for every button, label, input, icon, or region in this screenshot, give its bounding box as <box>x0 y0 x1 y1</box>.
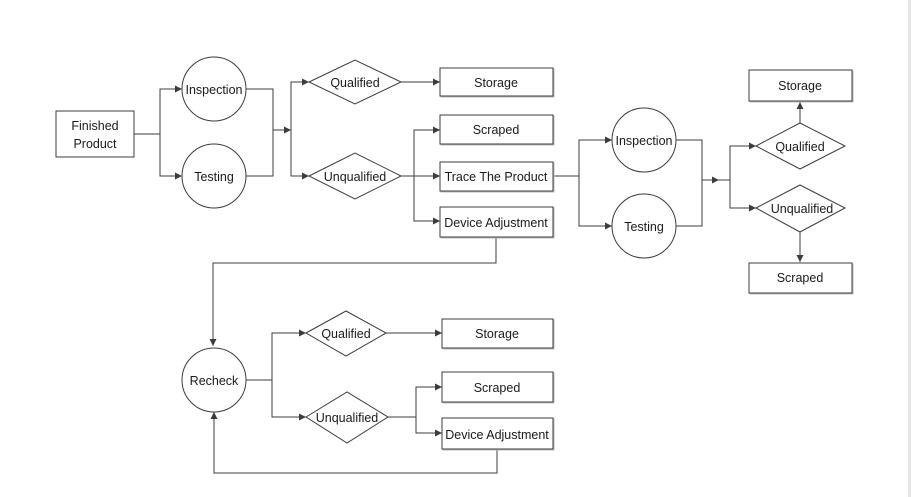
qualified-1-diamond <box>307 59 403 105</box>
storage-1-label: Storage <box>474 76 518 90</box>
connector-to-unqualified-2 <box>729 180 756 212</box>
qualified-3-node: Qualified <box>304 310 388 357</box>
connector-to-device-adjust-1 <box>413 176 440 225</box>
trace-product-label: Trace The Product <box>445 170 548 184</box>
qualified-2-node: Qualified <box>754 122 847 170</box>
connector-testing-1-merge <box>246 130 274 177</box>
device-adjustment-1-label: Device Adjustment <box>444 216 548 230</box>
device-adjustment-2-node: Device Adjustment <box>441 417 554 450</box>
scraped-1-label: Scraped <box>473 123 520 137</box>
storage-2-label: Storage <box>778 79 822 93</box>
connector-inspection-2-merge <box>676 139 703 180</box>
storage-1-box <box>439 67 554 97</box>
recheck-node: Recheck <box>181 347 247 413</box>
recheck-label: Recheck <box>190 374 239 388</box>
connector-to-testing-1 <box>159 134 182 180</box>
inspection-2-label: Inspection <box>616 134 673 148</box>
recheck-circle <box>181 347 247 413</box>
inspection-1-label: Inspection <box>186 83 243 97</box>
scraped-2-node: Scraped <box>748 262 853 294</box>
testing-2-label: Testing <box>624 220 664 234</box>
finished-product-label-line1: Finished <box>71 119 118 133</box>
device-adjustment-2-label: Device Adjustment <box>445 428 549 442</box>
trace-product-box <box>439 161 554 192</box>
device-adjustment-1-box <box>439 206 554 238</box>
scraped-3-label: Scraped <box>474 381 521 395</box>
storage-3-box <box>441 318 554 349</box>
unqualified-2-label: Unqualified <box>771 202 834 216</box>
unqualified-2-diamond <box>754 184 847 233</box>
testing-2-circle <box>611 193 677 259</box>
connector-to-unqualified-3 <box>271 380 306 421</box>
connector-to-inspection-1 <box>159 85 182 134</box>
inspection-2-node: Inspection <box>611 107 677 173</box>
unqualified-1-node: Unqualified <box>307 152 403 200</box>
unqualified-1-label: Unqualified <box>324 170 387 184</box>
connectors <box>134 78 804 474</box>
scraped-2-box <box>748 262 853 294</box>
qualified-2-diamond <box>754 122 847 170</box>
finished-product-box <box>55 110 135 158</box>
unqualified-3-label: Unqualified <box>316 411 379 425</box>
testing-1-circle <box>181 143 247 209</box>
storage-2-box <box>748 69 853 102</box>
storage-1-node: Storage <box>439 67 554 97</box>
connector-to-qualified-3 <box>271 329 306 380</box>
connector-to-qualified-2 <box>729 142 756 180</box>
scraped-1-node: Scraped <box>439 114 554 145</box>
inspection-2-circle <box>611 107 677 173</box>
scraped-3-node: Scraped <box>441 371 554 403</box>
storage-2-node: Storage <box>748 69 853 102</box>
qualified-2-label: Qualified <box>775 140 824 154</box>
connector-device-adjust-1-recheck <box>209 237 497 346</box>
qualified-1-node: Qualified <box>307 59 403 105</box>
connector-device-adjust-2-recheck <box>210 412 498 474</box>
inspection-1-circle <box>181 56 247 122</box>
connector-to-unqualified-1 <box>290 130 309 180</box>
scraped-1-box <box>439 114 554 145</box>
connector-to-testing-2 <box>578 176 612 230</box>
right-edge-strip <box>908 0 911 497</box>
testing-2-node: Testing <box>611 193 677 259</box>
testing-1-label: Testing <box>194 170 234 184</box>
unqualified-1-diamond <box>307 152 403 200</box>
unqualified-3-diamond <box>305 391 389 444</box>
connector-to-qualified-1 <box>290 78 309 130</box>
device-adjustment-2-box <box>441 417 554 450</box>
qualified-3-diamond <box>304 310 388 357</box>
connector-to-scraped-1 <box>413 126 440 176</box>
connector-testing-2-merge <box>676 180 703 227</box>
scraped-3-box <box>441 371 554 403</box>
finished-product-node: Finished Product <box>55 110 135 158</box>
finished-product-label-line2: Product <box>73 137 117 151</box>
storage-3-label: Storage <box>475 327 519 341</box>
trace-product-node: Trace The Product <box>439 161 554 192</box>
connector-inspection-1-merge <box>246 88 274 130</box>
connector-to-device-adjust-2 <box>415 417 442 437</box>
testing-1-node: Testing <box>181 143 247 209</box>
device-adjustment-1-node: Device Adjustment <box>439 206 554 238</box>
connector-to-inspection-2 <box>578 136 612 176</box>
inspection-1-node: Inspection <box>181 56 247 122</box>
storage-3-node: Storage <box>441 318 554 349</box>
qualified-1-label: Qualified <box>330 76 379 90</box>
unqualified-3-node: Unqualified <box>305 391 389 444</box>
qualified-3-label: Qualified <box>321 327 370 341</box>
unqualified-2-node: Unqualified <box>754 184 847 233</box>
scraped-2-label: Scraped <box>777 271 824 285</box>
connector-to-scraped-3 <box>415 383 442 417</box>
